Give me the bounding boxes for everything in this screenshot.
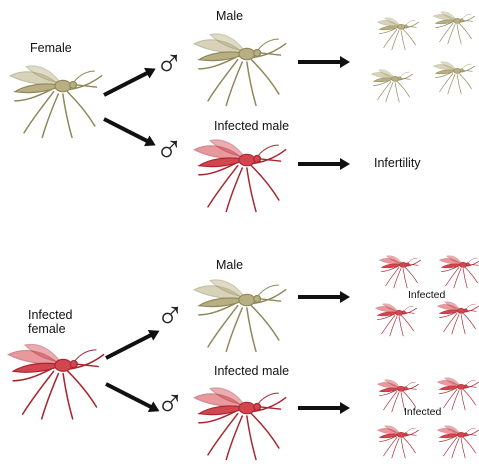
infected-male-label: Infected male [214,365,289,378]
infected-offspring-label: Infected [404,407,441,418]
arrow-icon [105,382,153,409]
arrow-icon [103,117,149,143]
arrow-icon [298,406,342,410]
male-label: Male [216,10,243,23]
infected-offspring-label: Infected [408,290,445,301]
mosquito-icon [438,254,479,290]
infected-male-label: Infected male [214,120,289,133]
mosquito-icon [432,10,476,46]
infertility-label: Infertility [374,157,421,170]
mosquito-icon [436,300,479,336]
infected-female-label: Infected female [28,308,72,337]
arrow-icon [105,333,153,360]
mosquito-icon [192,384,288,464]
mosquito-icon [376,16,420,52]
arrow-icon [103,71,149,97]
mosquito-icon [370,68,414,104]
mosquito-icon [192,136,288,216]
female-label: Female [30,42,72,55]
arrow-icon [298,60,342,64]
male-symbol-icon: ♂ [155,130,184,168]
mosquito-icon [192,276,288,356]
mosquito-icon [376,424,420,460]
mosquito-icon [8,62,104,142]
mosquito-icon [192,30,288,110]
male-symbol-icon: ♂ [156,296,185,334]
mosquito-icon [436,424,479,460]
mosquito-icon [436,376,479,412]
male-label: Male [216,259,243,272]
male-symbol-icon: ♂ [156,384,185,422]
arrow-icon [298,162,342,166]
arrow-icon [298,295,342,299]
mosquito-icon [6,340,106,424]
mosquito-icon [374,302,418,338]
male-symbol-icon: ♂ [155,44,184,82]
mosquito-icon [432,60,476,96]
mosquito-icon [378,254,422,290]
